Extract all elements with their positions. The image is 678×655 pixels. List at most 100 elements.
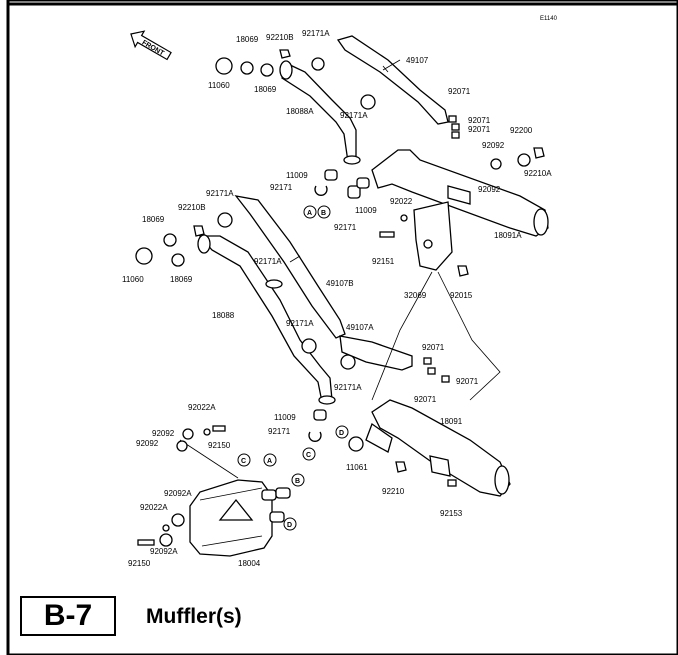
part-label: 92151 — [372, 257, 395, 266]
bolt-92151 — [379, 231, 395, 238]
svg-text:D: D — [287, 522, 292, 529]
grommet-92092-a — [490, 158, 502, 170]
part-label: 32069 — [404, 291, 427, 300]
nut-92210a — [533, 147, 545, 159]
part-label: 92092 — [152, 429, 175, 438]
gasket-11060-lower — [135, 247, 153, 265]
part-label: 11060 — [122, 275, 144, 284]
part-label: 92071 — [422, 343, 445, 352]
part-label: 92210 — [382, 487, 405, 496]
leader-bolt — [179, 439, 239, 479]
washer-92022a-a — [203, 428, 211, 436]
part-label: 18069 — [142, 215, 165, 224]
part-label: 92071 — [468, 125, 491, 134]
part-label: 92071 — [448, 87, 471, 96]
washer-92071-d — [423, 357, 432, 365]
part-label: 92022A — [188, 403, 216, 412]
part-label: 18069 — [236, 35, 259, 44]
washer-92071-a — [448, 115, 457, 123]
part-label: 92015 — [450, 291, 473, 300]
part-label: 18091A — [494, 231, 522, 240]
washer-92071-e — [427, 367, 436, 375]
part-label: 92171A — [206, 189, 234, 198]
part-label: 92071 — [456, 377, 479, 386]
front-arrow-icon: FRONT — [130, 30, 172, 61]
ref-marker-b1: B — [317, 205, 331, 219]
part-label: 18069 — [170, 275, 193, 284]
nut-92210b-upper — [279, 49, 291, 59]
ref-marker-a1: A — [303, 205, 317, 219]
part-label: 18088A — [286, 107, 314, 116]
part-label: 92171A — [254, 257, 282, 266]
washer-92071-c — [451, 131, 460, 139]
washer-92071-b — [451, 123, 460, 131]
part-label: 11009 — [274, 413, 296, 422]
gasket-11009-b — [356, 177, 370, 189]
muffler-lower — [371, 399, 511, 497]
flange-18069-a — [240, 61, 254, 75]
clamp-92171a-a — [311, 57, 325, 71]
pre-muffler-emblem-icon — [218, 498, 254, 521]
grommet-92092a-b — [159, 533, 173, 547]
part-label: 92071 — [468, 116, 491, 125]
head-pipe-upper-end — [343, 155, 361, 165]
muffler-lower-mount — [429, 455, 451, 477]
part-label: 92171 — [334, 223, 357, 232]
part-label: 18091 — [440, 417, 463, 426]
part-label: 92150 — [208, 441, 231, 450]
section-code-box: B-7 — [20, 596, 116, 636]
part-label: 92092A — [164, 489, 192, 498]
nut-92210 — [395, 461, 407, 473]
head-pipe-upper-flange — [279, 60, 293, 80]
gasket-11009-a — [324, 169, 338, 181]
svg-text:A: A — [267, 458, 272, 465]
ref-marker-c2: C — [237, 453, 251, 467]
bolt-92150-b — [137, 539, 155, 546]
part-label: 11009 — [286, 171, 308, 180]
grommet-92200 — [517, 153, 531, 167]
flange-18069-c — [163, 233, 177, 247]
clamp-92171a-d — [265, 279, 283, 289]
part-label: 18088 — [212, 311, 235, 320]
pre-muffler-outlet-b — [275, 487, 291, 499]
head-pipe-lower-flange — [197, 234, 211, 254]
figure-code: E1140 — [540, 16, 558, 22]
part-label: 49107 — [406, 56, 429, 65]
bolt-92153 — [447, 479, 457, 487]
part-label: 18069 — [254, 85, 277, 94]
nut-92210b-lower — [193, 225, 205, 237]
flange-18069-d — [171, 253, 185, 267]
muffler-lower-collar — [365, 422, 393, 453]
part-label: 92171A — [334, 383, 362, 392]
head-pipe-lower-end — [318, 395, 336, 405]
part-label: 11060 — [208, 81, 230, 90]
part-label: 18004 — [238, 559, 261, 568]
gasket-11009-c — [313, 409, 327, 421]
clamp-92171a-c — [217, 212, 233, 228]
heat-shield-49107a — [339, 335, 413, 371]
ref-marker-d1: D — [335, 425, 349, 439]
svg-text:B: B — [321, 210, 326, 217]
ref-marker-a2: A — [263, 453, 277, 467]
outer-border — [6, 0, 678, 655]
muffler-lower-tip — [494, 465, 510, 495]
pre-muffler-outlet-d — [269, 511, 285, 523]
section-title: Muffler(s) — [146, 605, 242, 628]
clamp-92171-b — [347, 185, 361, 199]
part-label: 92171 — [270, 183, 293, 192]
leader-bracket — [437, 271, 501, 401]
part-label: 92171A — [340, 111, 368, 120]
part-label: 92150 — [128, 559, 151, 568]
muffler-upper-tip — [533, 208, 549, 236]
part-label: 92153 — [440, 509, 463, 518]
part-label: 11009 — [355, 206, 377, 215]
clamp-92171-a — [314, 185, 328, 196]
leader-bracket-2 — [371, 271, 433, 401]
muffler-upper-mount — [447, 185, 471, 205]
svg-text:C: C — [306, 452, 311, 459]
washer-92022a-b — [162, 524, 170, 532]
part-label: 92200 — [510, 126, 533, 135]
part-label: 92210B — [178, 203, 206, 212]
part-label: 92092 — [136, 439, 159, 448]
ref-marker-b2: B — [291, 473, 305, 487]
